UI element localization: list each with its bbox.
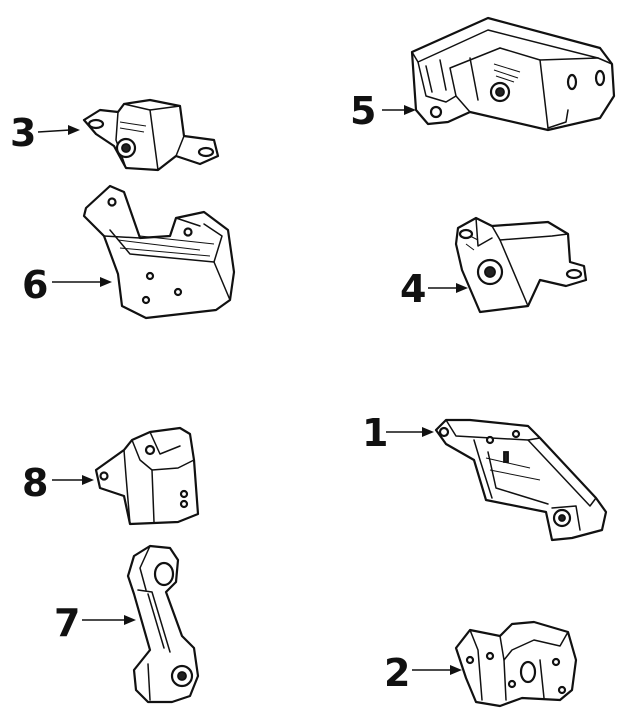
callout-3-number: 3 xyxy=(10,111,36,155)
part-1-bracket-long[interactable] xyxy=(434,418,608,542)
callout-7-number: 7 xyxy=(54,601,80,645)
part-8-bracket-mount[interactable] xyxy=(94,426,200,526)
part-3-mount-block[interactable] xyxy=(82,98,220,172)
part-6-bracket-angled[interactable] xyxy=(82,184,236,320)
part-5-large-mount[interactable] xyxy=(410,16,616,132)
arrowhead-5 xyxy=(404,105,416,115)
callout-2-number: 2 xyxy=(384,651,410,695)
part-4-mount-block[interactable] xyxy=(454,216,588,314)
arrowhead-7 xyxy=(124,615,136,625)
callout-1-number: 1 xyxy=(362,411,388,455)
arrow-3 xyxy=(37,129,71,133)
callout-arrows xyxy=(37,105,468,675)
callout-8-number: 8 xyxy=(22,461,48,505)
arrowhead-2 xyxy=(450,665,462,675)
callout-numbers: 3 5 6 4 1 8 7 2 xyxy=(10,89,426,695)
callout-5-number: 5 xyxy=(350,89,376,133)
arrowhead-8 xyxy=(82,475,94,485)
arrowhead-6 xyxy=(100,277,112,287)
part-7-torque-rod[interactable] xyxy=(126,544,200,704)
callout-6-number: 6 xyxy=(22,263,48,307)
callout-4-number: 4 xyxy=(400,267,426,311)
arrowhead-4 xyxy=(456,283,468,293)
arrowhead-3 xyxy=(68,125,80,135)
part-2-bracket-small[interactable] xyxy=(454,620,578,708)
arrowhead-1 xyxy=(422,427,434,437)
